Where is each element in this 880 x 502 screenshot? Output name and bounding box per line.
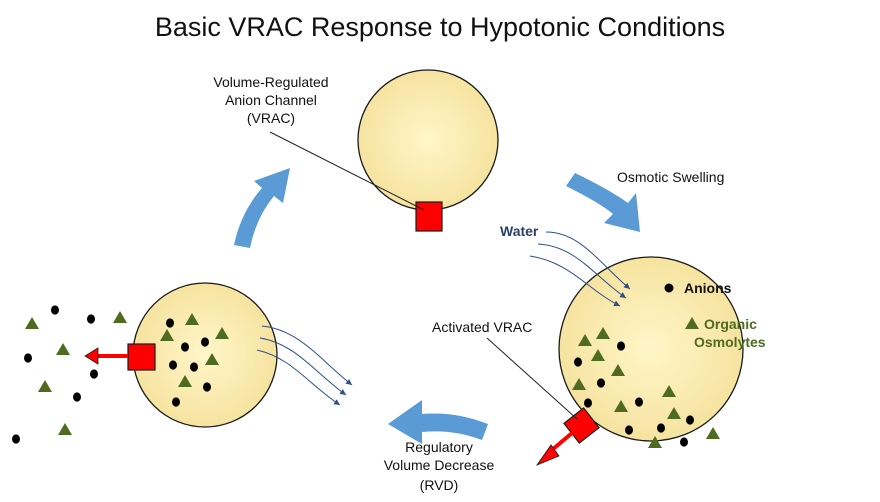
- recovered-cell-efflux-arrow: [84, 347, 128, 365]
- vrac-label-line1: Volume-Regulated: [213, 74, 328, 90]
- cycle-arrow-rvd: [388, 400, 488, 444]
- recovered-cell-osmolytes: [160, 313, 229, 387]
- anion-legend-marker: [664, 283, 674, 293]
- recovered-cell-vrac-channel: [127, 343, 156, 371]
- cycle-arrow-return: [234, 168, 290, 248]
- organic-osmolyte-legend-marker: [685, 317, 699, 329]
- vrac-label-line3: (VRAC): [247, 110, 295, 126]
- vrac-pointer-line: [269, 131, 425, 211]
- diagram-title: Basic VRAC Response to Hypotonic Conditi…: [155, 12, 725, 42]
- osmotic-swelling-label: Osmotic Swelling: [617, 169, 724, 185]
- vrac-label-line2: Anion Channel: [225, 92, 317, 108]
- released-osmolytes: [25, 311, 127, 435]
- swollen-cell-osmolytes: [572, 327, 720, 448]
- vrac-label: Volume-Regulated Anion Channel (VRAC): [213, 74, 328, 126]
- activated-vrac-label: Activated VRAC: [432, 319, 532, 335]
- water-efflux-lines: [256, 325, 353, 406]
- rvd-label-line2: Volume Decrease: [384, 457, 495, 473]
- resting-cell: [357, 69, 499, 211]
- water-label: Water: [500, 223, 539, 239]
- organic-osmolytes-label-line1: Organic: [704, 316, 757, 332]
- released-anions: [12, 305, 98, 444]
- activated-vrac-pointer-line: [486, 337, 578, 420]
- rvd-label: Regulatory Volume Decrease (RVD): [384, 439, 495, 493]
- recovered-cell-anions: [166, 318, 211, 407]
- water-flow-lines: [529, 231, 631, 307]
- activated-vrac-efflux-arrow: [535, 431, 574, 466]
- rvd-label-line3: (RVD): [420, 477, 459, 493]
- swollen-cell: [558, 256, 744, 442]
- vrac-channel: [415, 201, 443, 232]
- swollen-cell-anions: [574, 341, 694, 447]
- rvd-label-line1: Regulatory: [405, 439, 473, 455]
- cycle-arrow-osmotic-swelling: [566, 173, 640, 232]
- organic-osmolytes-label-line2: Osmolytes: [694, 334, 766, 350]
- anions-label: Anions: [684, 280, 732, 296]
